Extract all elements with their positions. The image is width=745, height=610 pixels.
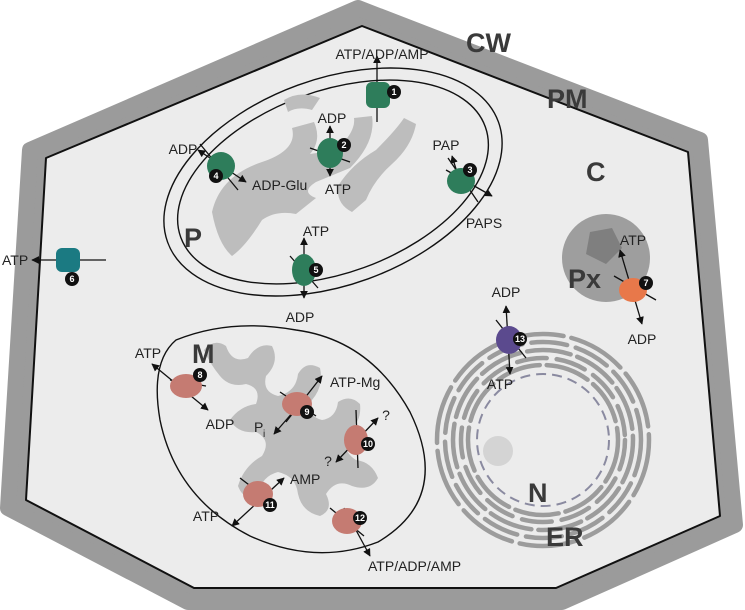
transporter-10-badge <box>361 437 375 451</box>
transporter-8-label-0: ATP <box>135 345 161 361</box>
transporter-4-badge <box>209 169 223 183</box>
transporter-12-badge <box>353 511 367 525</box>
transporter-3: 3 PAP PAPS <box>433 137 503 231</box>
transporter-2: 2 ADP ATP <box>309 110 351 197</box>
transporter-11-label-1: ATP <box>193 508 219 524</box>
transporter-4-label-1: ADP-Glu <box>252 177 307 193</box>
transporter-8-protein <box>170 374 202 398</box>
transporter-9-number: 9 <box>304 407 309 417</box>
transporter-5: 5 ATP ADP <box>286 223 330 325</box>
transporter-1: 1 ATP/ADP/AMP <box>335 46 429 122</box>
transporter-9-label-0: ATP-Mg <box>330 374 380 390</box>
transporter-3-number: 3 <box>467 165 472 175</box>
transporter-7-number: 7 <box>643 278 648 288</box>
transporter-5-label-1: ADP <box>286 309 315 325</box>
transporter-11: 11 AMP ATP <box>193 471 320 527</box>
transporter-2-badge <box>337 138 351 152</box>
transporter-4-number: 4 <box>213 171 218 181</box>
transporter-8-label-1: ADP <box>206 416 235 432</box>
transporter-5-label-0: ATP <box>303 223 329 239</box>
label-plasma-membrane: PM <box>547 84 588 114</box>
transporter-10-number: 10 <box>363 439 373 449</box>
nucleus <box>434 331 652 549</box>
transporter-7: 7 ATP ADP <box>613 232 657 347</box>
transporter-10-label-0: ? <box>382 407 390 423</box>
transporter-13-number: 13 <box>515 334 525 344</box>
nucleolus <box>483 436 513 466</box>
transporter-10-label-1: ? <box>324 453 332 469</box>
transporter-7-label-0: ATP <box>620 232 646 248</box>
transporter-9-label-subscript: i <box>263 429 265 440</box>
transporter-8-number: 8 <box>197 370 202 380</box>
plastid-outer-envelope <box>163 67 503 297</box>
label-endoplasmic-reticulum: ER <box>546 522 584 552</box>
transporter-5-badge <box>309 263 323 277</box>
transporter-13: 13 ADP ATP <box>487 284 527 392</box>
transporter-7-label-1: ADP <box>628 331 657 347</box>
transporter-13-label-0: ADP <box>492 284 521 300</box>
mitochondrion-cristae <box>204 342 378 516</box>
transporter-13-badge <box>513 332 527 346</box>
transporter-5-protein <box>292 254 316 286</box>
transporter-5-number: 5 <box>313 265 318 275</box>
transporter-6: 6 ATP <box>2 248 106 286</box>
label-mitochondrion: M <box>192 339 215 369</box>
transporter-1-protein <box>366 82 390 108</box>
transporter-12-number: 12 <box>355 513 365 523</box>
transporter-2-label-0: ADP <box>318 110 347 126</box>
transporter-13-protein <box>496 326 522 354</box>
transporter-1-badge <box>387 85 401 99</box>
transporter-8-badge <box>193 368 207 382</box>
transporter-13-label-1: ATP <box>487 376 513 392</box>
transporter-7-badge <box>639 276 653 290</box>
label-plastid: P <box>184 223 202 253</box>
label-cell-wall: CW <box>466 28 511 58</box>
transporter-6-label-0: ATP <box>2 252 28 268</box>
transporter-3-badge <box>463 163 477 177</box>
label-nucleus: N <box>528 478 548 508</box>
transporter-8: 8 ATP ADP <box>135 345 235 432</box>
transporter-6-number: 6 <box>69 274 74 284</box>
transporter-9-label-1: P <box>254 419 263 435</box>
transporter-11-badge <box>263 498 277 512</box>
transporter-3-label-0: PAP <box>433 137 460 153</box>
mitochondrion <box>156 325 426 554</box>
transporter-3-label-1: PAPS <box>466 215 502 231</box>
transporter-2-label-1: ATP <box>325 181 351 197</box>
transporter-9-badge <box>300 405 314 419</box>
transporter-1-label-0: ATP/ADP/AMP <box>335 46 428 62</box>
peroxisome-crystal <box>586 228 622 264</box>
transporter-10: 10 ? ? <box>324 407 390 469</box>
transporter-9: 9 ATP-Mg P i <box>254 374 380 440</box>
transporter-6-protein <box>56 248 80 272</box>
transporter-12: 12 ATP/ADP/AMP <box>329 507 461 574</box>
transporter-4-label-0: ADP <box>169 141 198 157</box>
nuclear-envelope <box>476 373 610 507</box>
transporter-6-badge <box>65 272 79 286</box>
transporter-12-label-0: ATP/ADP/AMP <box>368 558 461 574</box>
label-cytosol: C <box>586 157 606 187</box>
transporter-1-number: 1 <box>391 87 396 97</box>
transporter-11-number: 11 <box>265 500 275 510</box>
transporter-11-label-0: AMP <box>290 471 320 487</box>
transporter-2-protein <box>317 138 343 168</box>
endoplasmic-reticulum <box>434 331 652 549</box>
transporter-2-number: 2 <box>341 140 346 150</box>
transporter-4: 4 ADP ADP-Glu <box>169 141 308 193</box>
label-peroxisome: Px <box>568 264 601 294</box>
